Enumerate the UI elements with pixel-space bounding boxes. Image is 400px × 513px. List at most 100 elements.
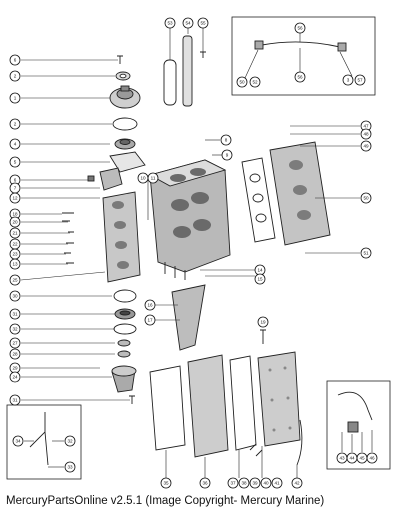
callout-50a: 50 bbox=[236, 76, 248, 88]
svg-text:51: 51 bbox=[363, 251, 369, 256]
callout-53: 53 bbox=[164, 17, 176, 29]
callout-55: 55 bbox=[197, 17, 209, 29]
callout-19: 25 bbox=[9, 274, 21, 286]
callout-1: 1 bbox=[9, 92, 21, 104]
svg-text:2: 2 bbox=[14, 74, 17, 79]
callout-38: 38 bbox=[238, 477, 250, 489]
callout-56: 56 bbox=[294, 22, 306, 34]
svg-text:49: 49 bbox=[363, 144, 369, 149]
callout-46: 46 bbox=[366, 452, 378, 464]
bottom-right-inset bbox=[326, 380, 391, 470]
svg-text:37: 37 bbox=[230, 481, 236, 486]
svg-text:19: 19 bbox=[260, 320, 266, 325]
svg-text:30: 30 bbox=[12, 294, 18, 299]
callout-50b: 50 bbox=[360, 192, 372, 204]
svg-text:38: 38 bbox=[241, 481, 247, 486]
svg-text:6: 6 bbox=[14, 178, 17, 183]
svg-text:32: 32 bbox=[67, 439, 73, 444]
svg-text:24: 24 bbox=[12, 375, 18, 380]
svg-text:25: 25 bbox=[12, 278, 18, 283]
callout-12: 12 bbox=[9, 192, 21, 204]
svg-text:44: 44 bbox=[349, 456, 355, 461]
callout-17: 19 bbox=[257, 316, 269, 328]
callout-30: 30 bbox=[9, 290, 21, 302]
callout-34: 34 bbox=[12, 435, 24, 447]
callout-29: 29 bbox=[9, 362, 21, 374]
callout-11: 14 bbox=[254, 264, 266, 276]
callout-10: 11 bbox=[147, 172, 159, 184]
svg-text:47: 47 bbox=[363, 124, 369, 129]
callout-14: 15 bbox=[254, 273, 266, 285]
svg-text:8: 8 bbox=[225, 138, 228, 143]
callout-50c: 51 bbox=[360, 247, 372, 259]
callout-32b: 32 bbox=[64, 435, 76, 447]
svg-text:31: 31 bbox=[12, 312, 18, 317]
callout-31: 31 bbox=[9, 308, 21, 320]
callout-3: 8 bbox=[220, 134, 232, 146]
callout-28: 28 bbox=[9, 348, 21, 360]
svg-text:17: 17 bbox=[147, 318, 153, 323]
hose-kit-inset bbox=[231, 16, 376, 96]
callout-2b: 2 bbox=[9, 118, 21, 130]
svg-text:14: 14 bbox=[257, 268, 263, 273]
cylinder-head-group bbox=[241, 125, 360, 254]
callout-32: 32 bbox=[9, 323, 21, 335]
svg-text:28: 28 bbox=[12, 352, 18, 357]
callout-41: 41 bbox=[271, 477, 283, 489]
callout-42: 42 bbox=[291, 477, 303, 489]
cylinder-block bbox=[147, 139, 255, 280]
callout-45: 45 bbox=[356, 452, 368, 464]
callout-52: 3 bbox=[342, 74, 354, 86]
callout-31b: 31 bbox=[9, 394, 21, 406]
callout-15: 16 bbox=[144, 299, 156, 311]
callout-8: 9 bbox=[221, 149, 233, 161]
callout-57: 57 bbox=[354, 74, 366, 86]
svg-text:56: 56 bbox=[297, 75, 303, 80]
svg-text:35: 35 bbox=[163, 481, 169, 486]
svg-text:56: 56 bbox=[297, 26, 303, 31]
svg-text:22: 22 bbox=[12, 242, 18, 247]
callout-6: 6 bbox=[9, 54, 21, 66]
exploded-parts-diagram: 6 2 1 2 4 5 6 7 12 18 20 21 22 23 13 30 … bbox=[6, 16, 391, 489]
image-caption: MercuryPartsOnline v2.5.1 (Image Copyrig… bbox=[6, 495, 325, 507]
svg-text:7: 7 bbox=[14, 186, 17, 191]
callout-4: 4 bbox=[9, 138, 21, 150]
svg-text:16: 16 bbox=[147, 303, 153, 308]
svg-text:43: 43 bbox=[339, 456, 345, 461]
callout-5: 5 bbox=[9, 156, 21, 168]
callout-35: 35 bbox=[160, 477, 172, 489]
callout-24: 24 bbox=[9, 371, 21, 383]
callout-43: 43 bbox=[336, 452, 348, 464]
callout-20: 20 bbox=[9, 216, 21, 228]
svg-text:40: 40 bbox=[263, 481, 269, 486]
svg-text:42: 42 bbox=[294, 481, 300, 486]
manifold-part bbox=[150, 284, 206, 351]
callout-51: 52 bbox=[249, 76, 261, 88]
callout-2: 2 bbox=[9, 70, 21, 82]
callout-36: 36 bbox=[199, 477, 211, 489]
svg-text:1: 1 bbox=[14, 96, 17, 101]
svg-text:2: 2 bbox=[14, 122, 17, 127]
svg-text:32: 32 bbox=[12, 327, 18, 332]
svg-text:52: 52 bbox=[252, 80, 258, 85]
svg-text:15: 15 bbox=[257, 277, 263, 282]
left-leader-lines bbox=[20, 59, 130, 401]
callout-27: 27 bbox=[9, 337, 21, 349]
callout-9: 10 bbox=[137, 172, 149, 184]
svg-text:39: 39 bbox=[252, 481, 258, 486]
svg-text:20: 20 bbox=[12, 220, 18, 225]
svg-text:5: 5 bbox=[14, 160, 17, 165]
svg-text:45: 45 bbox=[359, 456, 365, 461]
svg-text:29: 29 bbox=[12, 366, 18, 371]
svg-text:21: 21 bbox=[12, 231, 18, 236]
svg-text:57: 57 bbox=[357, 78, 363, 83]
svg-text:41: 41 bbox=[274, 481, 280, 486]
callout-49: 49 bbox=[360, 140, 372, 152]
bottom-left-inset bbox=[6, 404, 82, 480]
callout-48: 48 bbox=[360, 128, 372, 140]
svg-text:6: 6 bbox=[14, 58, 17, 63]
callout-54: 54 bbox=[182, 17, 194, 29]
svg-text:36: 36 bbox=[202, 481, 208, 486]
svg-text:12: 12 bbox=[12, 196, 18, 201]
callout-7: 7 bbox=[9, 182, 21, 194]
